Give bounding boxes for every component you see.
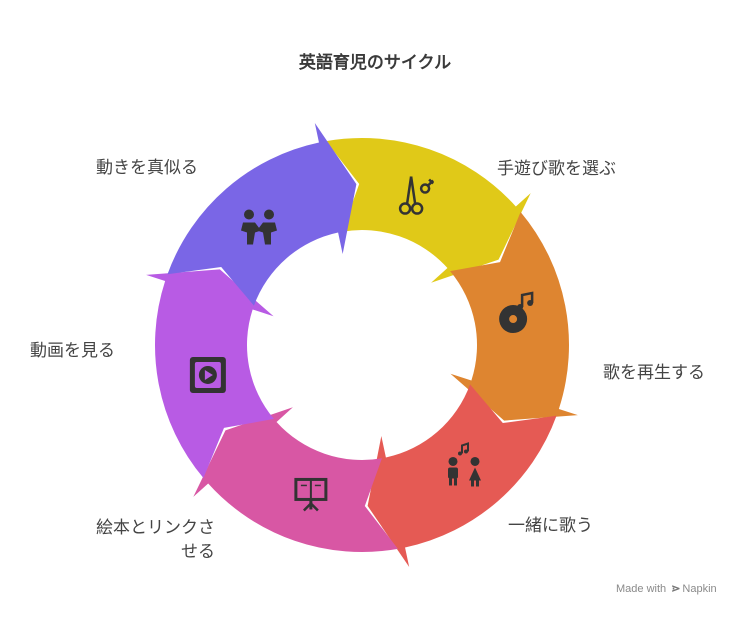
step-label-watch-video: 動画を見る [30, 341, 115, 361]
step-label-mimic-moves: 動きを真似る [96, 158, 198, 178]
step-label-choose-song: 手遊び歌を選ぶ [497, 159, 616, 179]
play-video-icon [189, 356, 226, 393]
music-disc-icon [499, 291, 534, 334]
two-people-mimic-icon [240, 209, 277, 245]
watermark-brand: Napkin [682, 583, 717, 595]
segment-sing-together [367, 384, 557, 568]
segment-choose-song [326, 138, 531, 283]
step-label-play-song: 歌を再生する [603, 363, 705, 383]
napkin-logo-icon: ⋗ [671, 583, 681, 595]
scissors-gender-icon [398, 176, 434, 215]
step-label-link-picture-book: 絵本とリンクさ せる [96, 518, 215, 562]
watermark-prefix: Made with [616, 583, 667, 595]
diagram-title: 英語育児のサイクル [298, 53, 452, 73]
step-label-sing-together: 一緒に歌う [508, 516, 593, 536]
segment-mimic-moves [167, 122, 357, 306]
napkin-watermark: Made with ⋗Napkin [616, 582, 717, 595]
parent-child-singing-icon [448, 442, 482, 487]
book-easel-icon [294, 477, 328, 512]
